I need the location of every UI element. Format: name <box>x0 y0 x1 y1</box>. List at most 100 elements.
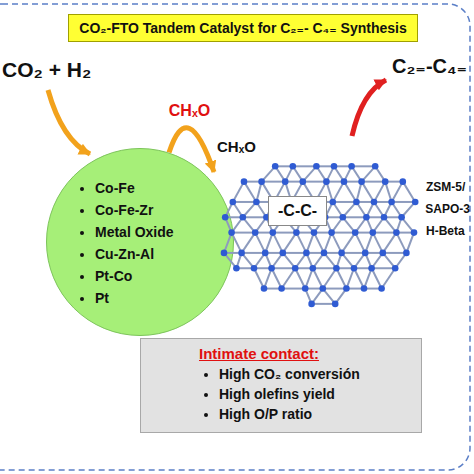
lattice-atom <box>270 229 277 236</box>
lattice-bond <box>392 201 416 203</box>
box-heading: Intimate contact: <box>199 345 409 362</box>
lattice-bond <box>282 268 296 288</box>
lattice-atom <box>241 178 248 185</box>
lattice-bond <box>344 182 356 202</box>
lattice-bond <box>362 181 386 183</box>
lattice-bond <box>272 268 282 288</box>
lattice-bond <box>382 268 396 288</box>
product-arrow <box>352 80 386 136</box>
dashed-frame <box>0 4 470 470</box>
lattice-atom <box>228 229 235 236</box>
lattice-atom <box>262 250 269 257</box>
catalyst-item: Co-Fe-Zr <box>95 199 174 221</box>
lattice-bond <box>313 268 323 288</box>
lattice-bond <box>232 233 242 253</box>
lattice-bond <box>333 182 344 202</box>
lattice-atom <box>380 250 387 257</box>
title-banner: CO₂-FTO Tandem Catalyst for C₂₌- C₄₌ Syn… <box>68 14 417 42</box>
lattice-bond <box>374 182 385 202</box>
lattice-atom <box>341 178 348 185</box>
lattice-bond <box>233 182 244 202</box>
lattice-bond <box>314 233 324 253</box>
lattice-atom <box>398 214 405 221</box>
lattice-bond <box>312 303 336 305</box>
lattice-atom <box>258 178 265 185</box>
lattice-atom <box>310 265 317 272</box>
lattice-atom <box>343 285 350 292</box>
product-label: C₂₌-C₄₌ <box>392 54 467 78</box>
lattice-bond <box>233 201 257 203</box>
zeolite-network: CHₓO-C-C- <box>214 138 424 310</box>
benefits-box: Intimate contact:High CO₂ conversiónHigh… <box>140 338 422 433</box>
lattice-atom <box>293 229 300 236</box>
lattice-atom <box>331 163 338 170</box>
lattice-atom <box>372 163 379 170</box>
catalyst-item: Metal Oxide <box>95 221 174 243</box>
catalyst-item: Cu-Zn-Al <box>95 243 174 265</box>
lattice-atom <box>393 229 400 236</box>
lattice-atom <box>253 199 260 206</box>
lattice-bond <box>254 268 264 288</box>
lattice-bond <box>383 233 397 253</box>
lattice-atom <box>330 199 337 206</box>
lattice-bond <box>343 216 367 218</box>
benefit-list: High CO₂ conversiónHigh olefins yieldHig… <box>201 364 409 424</box>
lattice-atom <box>358 178 365 185</box>
lattice-bond <box>295 268 305 288</box>
lattice-atom <box>303 250 310 257</box>
lattice-atom <box>388 199 395 206</box>
lattice-atom <box>272 163 279 170</box>
benefit-item: High O/P ratio <box>219 404 409 424</box>
lattice-bond <box>336 268 346 288</box>
lattice-atom <box>238 250 245 257</box>
lattice-atom <box>290 163 297 170</box>
lattice-atom <box>361 285 368 292</box>
lattice-atom <box>403 250 410 257</box>
lattice-atom <box>300 178 307 185</box>
lattice-atom <box>230 199 237 206</box>
lattice-bond <box>273 232 297 234</box>
lattice-bond <box>373 233 383 253</box>
lattice-atom <box>311 229 318 236</box>
lattice-atom <box>292 265 299 272</box>
lattice-atom <box>278 285 285 292</box>
lattice-atom <box>382 178 389 185</box>
lattice-bond <box>323 288 347 290</box>
lattice-atom <box>222 214 229 221</box>
lattice-bond <box>243 216 267 218</box>
lattice-bond <box>323 268 337 288</box>
intermediate-label: CHₓO <box>214 138 259 155</box>
lattice-atom <box>370 229 377 236</box>
catalyst-circle: Co-FeCo-Fe-ZrMetal OxideCu-Zn-AlPt-CoPt <box>46 148 234 336</box>
lattice-bond <box>272 267 296 269</box>
benefit-item: High CO₂ conversión <box>219 364 409 384</box>
lattice-bond <box>373 232 397 234</box>
lattice-bond <box>262 181 286 183</box>
lattice-bond <box>293 165 317 167</box>
lattice-atom <box>302 285 309 292</box>
lattice-atom <box>368 265 375 272</box>
lattice-bond <box>332 232 356 234</box>
lattice-bond <box>296 233 306 253</box>
lattice-bond <box>303 181 327 183</box>
lattice-atom <box>333 265 340 272</box>
lattice-bond <box>403 182 415 202</box>
benefit-item: High olefins yield <box>219 384 409 404</box>
lattice-bond <box>362 182 374 202</box>
lattice-atom <box>400 178 407 185</box>
lattice-bond <box>242 252 266 254</box>
zeolite-name: H-Beta <box>426 224 465 238</box>
lattice-atom <box>261 285 268 292</box>
lattice-bond <box>273 233 283 253</box>
lattice-atom <box>411 229 418 236</box>
lattice-bond <box>283 252 307 254</box>
reactant-label: CO₂ + H₂ <box>2 58 91 82</box>
lattice-bond <box>282 288 306 290</box>
lattice-bond <box>352 165 376 167</box>
lattice-atom <box>268 265 275 272</box>
lattice-atom <box>362 250 369 257</box>
lattice-atom <box>282 178 289 185</box>
lattice-bond <box>354 268 364 288</box>
lattice-atom <box>280 250 287 257</box>
